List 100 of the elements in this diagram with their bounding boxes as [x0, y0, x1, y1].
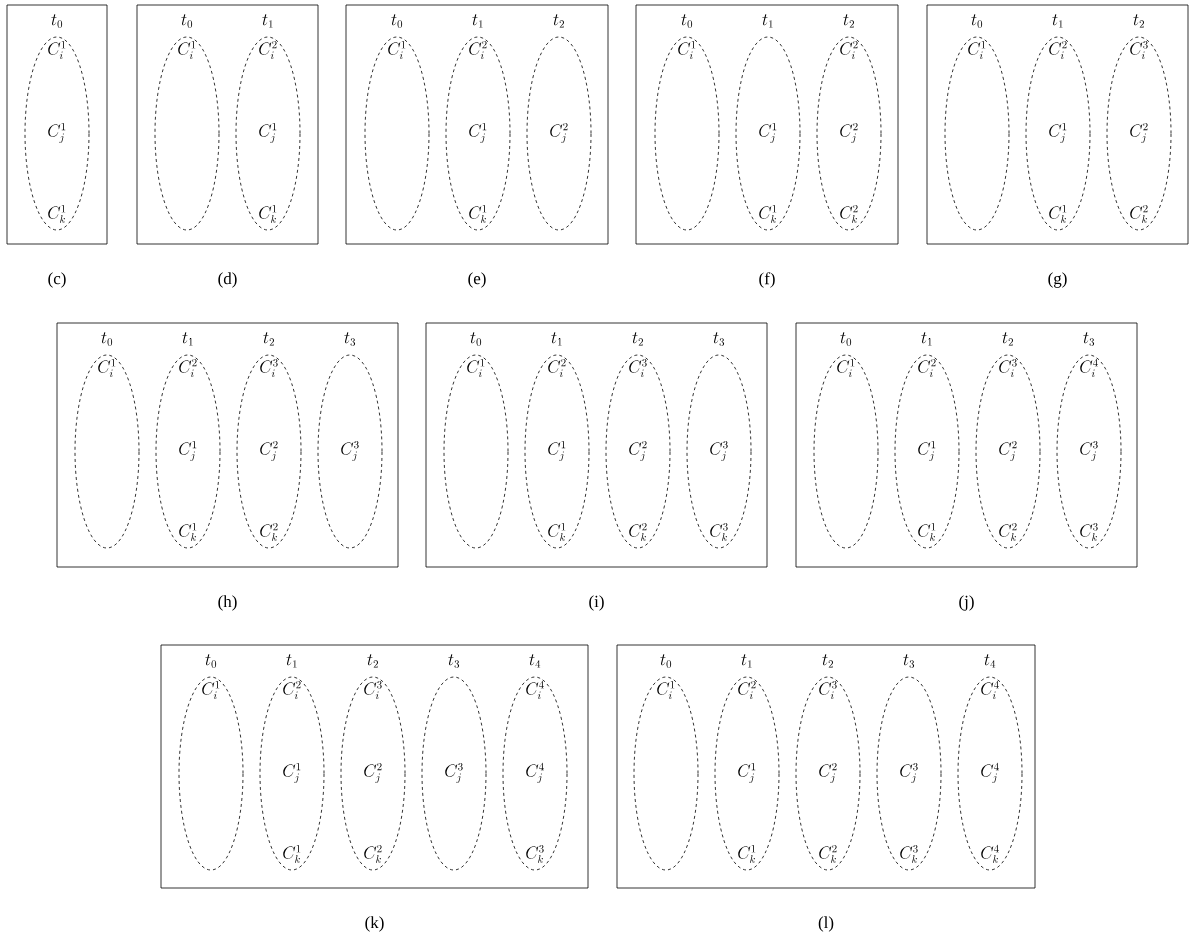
cluster-label: $C_k^3$ — [900, 845, 918, 863]
cluster-label: $C_j^1$ — [283, 762, 301, 783]
cluster-label: $C_k^3$ — [1080, 522, 1098, 541]
cluster-label: $C_i^4$ — [1080, 358, 1098, 377]
dashed-ellipse — [1025, 36, 1091, 231]
cluster-label: $C_k^2$ — [629, 522, 647, 541]
cluster-label: $C_j^1$ — [918, 440, 936, 461]
cluster-label: $C_k^1$ — [548, 522, 566, 541]
cluster-label: $C_i^2$ — [840, 40, 858, 59]
cluster-label: $C_j^3$ — [710, 440, 728, 461]
cluster-label: $C_j^1$ — [48, 122, 66, 143]
time-label: $t_3$ — [344, 332, 356, 346]
cluster-label: $C_i^2$ — [738, 680, 756, 699]
cluster-label: $C_k^1$ — [48, 204, 66, 223]
time-label: $t_1$ — [472, 14, 483, 28]
time-label: $t_0$ — [205, 654, 217, 668]
cluster-label: $C_i^2$ — [179, 358, 197, 377]
dashed-ellipse — [74, 354, 140, 549]
dashed-ellipse — [813, 354, 879, 549]
dashed-ellipse — [445, 36, 511, 231]
time-label: $t_0$ — [840, 332, 852, 346]
cluster-label: $C_j^2$ — [999, 440, 1017, 461]
cluster-label: $C_i^3$ — [364, 680, 382, 699]
cluster-label: $C_j^3$ — [1080, 440, 1098, 461]
time-label: $t_2$ — [263, 332, 274, 346]
cluster-label: $C_k^1$ — [469, 204, 487, 223]
dashed-ellipse — [259, 676, 325, 871]
time-label: $t_3$ — [448, 654, 460, 668]
time-label: $t_0$ — [681, 14, 693, 28]
cluster-label: $C_i^1$ — [968, 40, 986, 59]
time-label: $t_1$ — [741, 654, 752, 668]
cluster-label: $C_k^2$ — [1130, 204, 1148, 223]
cluster-label: $C_j^3$ — [900, 762, 918, 783]
dashed-ellipse — [686, 354, 752, 549]
dashed-ellipse — [975, 354, 1041, 549]
cluster-label: $C_k^2$ — [260, 522, 278, 541]
cluster-label: $C_j^1$ — [179, 440, 197, 461]
dashed-ellipse — [443, 354, 509, 549]
time-label: $t_0$ — [181, 14, 193, 28]
cluster-label: $C_k^3$ — [526, 845, 544, 863]
cluster-label: $C_k^1$ — [918, 522, 936, 541]
dashed-ellipse — [524, 354, 590, 549]
cluster-label: $C_i^1$ — [837, 358, 855, 377]
time-label: $t_0$ — [660, 654, 672, 668]
cluster-label: $C_k^1$ — [759, 204, 777, 223]
cluster-label: $C_i^1$ — [467, 358, 485, 377]
cluster-label: $C_i^3$ — [819, 680, 837, 699]
cluster-label: $C_k^2$ — [999, 522, 1017, 541]
dashed-ellipse — [944, 36, 1010, 231]
panel-frame — [345, 4, 609, 245]
time-label: $t_1$ — [551, 332, 562, 346]
time-label: $t_4$ — [984, 654, 996, 668]
time-label: $t_2$ — [553, 14, 564, 28]
dashed-ellipse — [178, 676, 244, 871]
cluster-label: $C_i^2$ — [469, 40, 487, 59]
cluster-label: $C_i^3$ — [629, 358, 647, 377]
dashed-ellipse — [154, 36, 220, 231]
time-label: $t_0$ — [51, 14, 63, 28]
dashed-ellipse — [340, 676, 406, 871]
cluster-label: $C_i^1$ — [657, 680, 675, 699]
cluster-label: $C_j^3$ — [341, 440, 359, 461]
dashed-ellipse — [526, 36, 592, 231]
cluster-label: $C_j^2$ — [819, 762, 837, 783]
cluster-label: $C_i^1$ — [48, 40, 66, 59]
dashed-ellipse — [957, 676, 1023, 871]
panel-caption: (f) — [759, 272, 775, 288]
time-label: $t_1$ — [182, 332, 193, 346]
cluster-label: $C_i^1$ — [98, 358, 116, 377]
cluster-label: $C_i^3$ — [999, 358, 1017, 377]
cluster-label: $C_j^2$ — [840, 122, 858, 143]
time-label: $t_3$ — [903, 654, 915, 668]
cluster-label: $C_k^3$ — [710, 522, 728, 541]
dashed-ellipse — [364, 36, 430, 231]
panel-frame — [6, 4, 108, 245]
dashed-ellipse — [654, 36, 720, 231]
time-label: $t_2$ — [822, 654, 833, 668]
panel-frame — [635, 4, 899, 245]
time-label: $t_1$ — [1052, 14, 1063, 28]
cluster-label: $C_k^2$ — [819, 845, 837, 863]
dashed-ellipse — [816, 36, 882, 231]
time-label: $t_3$ — [1083, 332, 1095, 346]
cluster-label: $C_i^2$ — [548, 358, 566, 377]
cluster-label: $C_j^1$ — [738, 762, 756, 783]
cluster-label: $C_i^2$ — [259, 40, 277, 59]
panel-caption: (l) — [818, 916, 834, 932]
time-label: $t_4$ — [529, 654, 541, 668]
cluster-label: $C_i^2$ — [918, 358, 936, 377]
panel-frame — [136, 4, 319, 245]
cluster-label: $C_k^1$ — [738, 845, 756, 863]
cluster-label: $C_j^4$ — [981, 762, 999, 783]
dashed-ellipse — [236, 354, 302, 549]
panel-caption: (g) — [1048, 272, 1067, 288]
panel-frame — [160, 644, 589, 889]
cluster-label: $C_j^1$ — [1049, 122, 1067, 143]
panel-frame — [56, 322, 399, 568]
cluster-label: $C_i^1$ — [178, 40, 196, 59]
cluster-label: $C_j^2$ — [260, 440, 278, 461]
time-label: $t_0$ — [971, 14, 983, 28]
cluster-label: $C_j^1$ — [759, 122, 777, 143]
time-label: $t_3$ — [713, 332, 725, 346]
